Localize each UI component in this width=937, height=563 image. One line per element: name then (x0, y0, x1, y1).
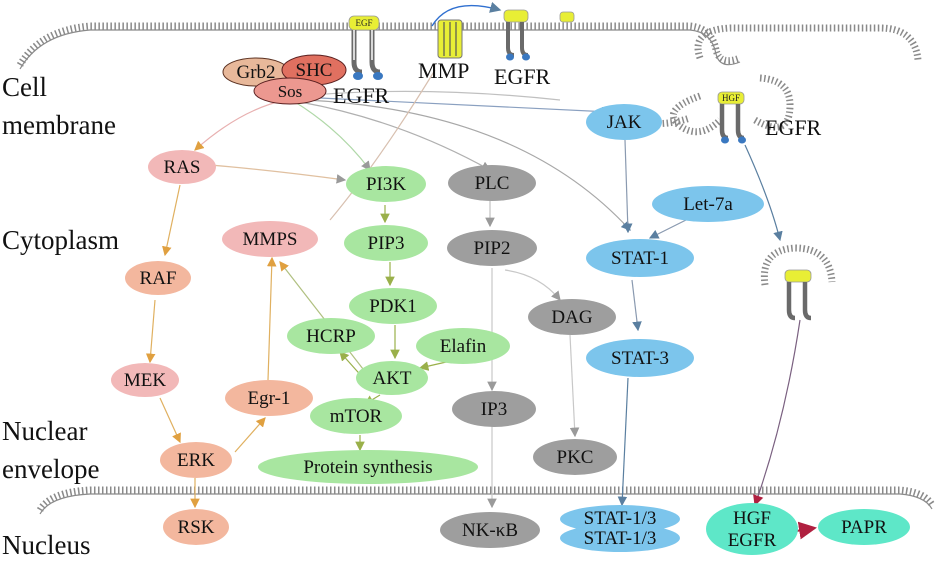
hgf-egfr-receptor: HGF (717, 91, 746, 144)
node-ip3-label: IP3 (481, 399, 507, 420)
node-akt: AKT (356, 361, 428, 395)
node-dag-label: DAG (551, 307, 592, 328)
region-label-nuclear: Nuclear (2, 416, 88, 446)
node-ras: RAS (148, 150, 216, 184)
hgf-nuclear-label: HGF (733, 508, 771, 529)
node-mmps-label: MMPS (243, 229, 298, 250)
node-let7a-label: Let-7a (683, 194, 733, 215)
node-let7a: Let-7a (652, 186, 764, 222)
node-stat13-complex: STAT-1/3 STAT-1/3 (560, 505, 680, 552)
egfr-label-3: EGFR (765, 115, 822, 140)
node-jak-label: JAK (607, 112, 642, 133)
node-mek-label: MEK (124, 370, 167, 391)
mmp-label: MMP (418, 58, 469, 83)
hgf-ligand-label: HGF (722, 93, 740, 103)
node-protein-synthesis-label: Protein synthesis (303, 457, 432, 478)
mmp-channel (437, 19, 463, 59)
stat13-label-b: STAT-1/3 (584, 528, 657, 549)
free-egf-ligand (559, 11, 575, 23)
node-hcrp: HCRP (287, 318, 375, 354)
node-mmps: MMPS (222, 221, 318, 257)
node-raf-label: RAF (140, 268, 177, 289)
node-pip2-label: PIP2 (474, 238, 511, 259)
node-akt-label: AKT (372, 368, 411, 389)
node-erk: ERK (160, 442, 232, 478)
shc-label: SHC (296, 60, 333, 81)
node-plc: PLC (448, 165, 536, 201)
egfr-receptor-2 (503, 9, 530, 61)
node-protein-synthesis: Protein synthesis (258, 450, 478, 484)
egfr-receptor-1: EGF (348, 15, 383, 80)
nuclear-envelope (36, 486, 936, 515)
node-pi3k-label: PI3K (366, 174, 406, 195)
egfr-label-1: EGFR (333, 83, 390, 108)
node-stat1: STAT-1 (586, 239, 694, 277)
node-pip3: PIP3 (344, 225, 428, 261)
node-papr: PAPR (818, 509, 910, 545)
region-label-membrane: membrane (2, 110, 116, 140)
node-pip3-label: PIP3 (368, 233, 405, 254)
node-stat3: STAT-3 (586, 339, 694, 377)
region-label-cell: Cell (2, 72, 47, 102)
region-label-cytoplasm: Cytoplasm (2, 225, 120, 255)
region-label-envelope: envelope (2, 454, 100, 484)
grb2-label: Grb2 (236, 62, 275, 83)
node-elafin-label: Elafin (440, 336, 487, 357)
stat13-label-a: STAT-1/3 (584, 508, 657, 529)
node-raf: RAF (125, 261, 191, 295)
node-ras-label: RAS (164, 157, 201, 178)
node-hgf-egfr-nuclear: HGF EGFR (706, 503, 798, 555)
pathway-edges (145, 1, 817, 540)
node-plc-label: PLC (475, 173, 510, 194)
node-pdk1: PDK1 (349, 288, 437, 324)
node-jak: JAK (586, 104, 662, 140)
node-elafin: Elafin (416, 328, 510, 364)
node-stat1-label: STAT-1 (611, 248, 669, 269)
node-mek: MEK (111, 363, 179, 397)
egfr-label-2: EGFR (494, 64, 551, 89)
node-rsk-label: RSK (178, 517, 215, 538)
node-hcrp-label: HCRP (306, 326, 356, 347)
node-rsk: RSK (163, 509, 229, 545)
adaptor-complex: Grb2 SHC Sos (222, 54, 347, 105)
node-nfkb-label: NK-κB (462, 520, 518, 541)
node-nfkb: NK-κB (440, 512, 540, 548)
node-pdk1-label: PDK1 (369, 296, 417, 317)
node-pi3k: PI3K (346, 166, 426, 202)
node-pkc: PKC (533, 439, 617, 475)
node-erk-label: ERK (177, 450, 215, 471)
node-ip3: IP3 (452, 391, 536, 427)
node-papr-label: PAPR (841, 517, 887, 538)
egf-ligand-label: EGF (355, 18, 372, 28)
sos-label: Sos (278, 82, 303, 101)
node-pkc-label: PKC (557, 447, 594, 468)
egfr-nuclear-label: EGFR (728, 530, 777, 551)
internalized-receptor (784, 269, 812, 321)
node-pip2: PIP2 (447, 230, 537, 266)
node-stat3-label: STAT-3 (611, 348, 669, 369)
node-dag: DAG (528, 299, 616, 335)
node-egr1-label: Egr-1 (248, 388, 291, 409)
node-mtor: mTOR (310, 398, 402, 434)
region-label-nucleus: Nucleus (2, 530, 91, 560)
node-egr1: Egr-1 (225, 380, 313, 416)
node-mtor-label: mTOR (330, 406, 383, 427)
